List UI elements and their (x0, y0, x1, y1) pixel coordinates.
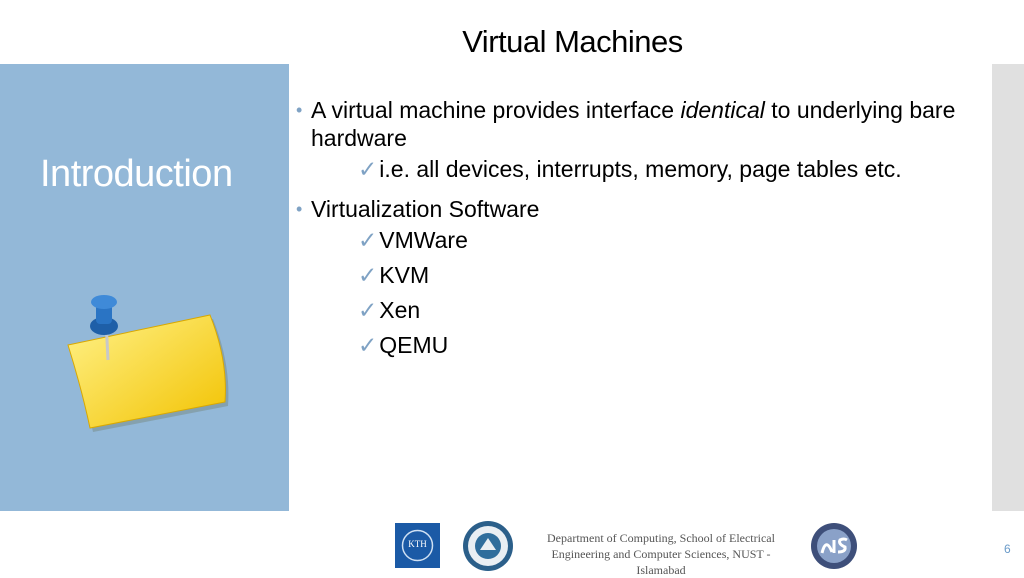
slide-title: Virtual Machines (462, 24, 683, 59)
emphasis-text: identical (680, 97, 765, 123)
bullet-virtual-machine: • A virtual machine provides interface i… (296, 97, 956, 151)
sub-bullet: ✓QEMU (358, 332, 449, 358)
ais-logo (811, 523, 857, 569)
checkmark-icon: ✓ (358, 227, 378, 253)
page-number: 6 (1004, 542, 1011, 556)
checkmark-icon: ✓ (358, 262, 378, 288)
right-side-bar (992, 64, 1024, 511)
section-title: Introduction (40, 153, 233, 195)
slide-content: • A virtual machine provides interface i… (296, 96, 976, 363)
sub-bullet: ✓VMWare (358, 227, 468, 253)
section-panel (0, 64, 289, 511)
kth-logo: KTH (395, 523, 440, 568)
checkmark-icon: ✓ (358, 156, 378, 182)
bullet-dot-icon: • (296, 100, 303, 120)
nust-seal-logo (463, 521, 513, 571)
checkmark-icon: ✓ (358, 332, 378, 358)
checkmark-icon: ✓ (358, 297, 378, 323)
sub-bullet: ✓Xen (358, 297, 421, 323)
footer-department: Department of Computing, School of Elect… (547, 531, 775, 577)
sub-bullet: ✓KVM (358, 262, 430, 288)
svg-text:KTH: KTH (408, 539, 427, 549)
bullet-dot-icon: • (296, 199, 303, 219)
sub-bullet: ✓i.e. all devices, interrupts, memory, p… (358, 156, 902, 182)
sticky-note-pin-icon (67, 295, 229, 432)
bullet-virtualization-software: • Virtualization Software (296, 196, 540, 222)
